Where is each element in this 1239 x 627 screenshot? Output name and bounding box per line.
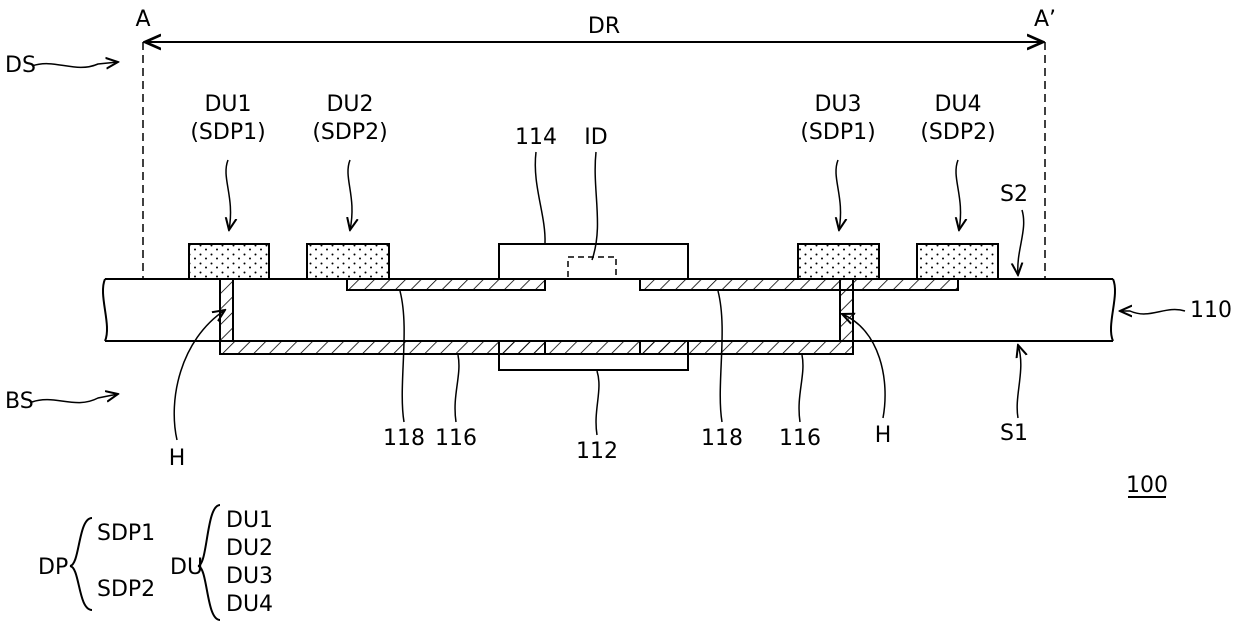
section-start-label: A bbox=[135, 7, 150, 32]
pad-112-left bbox=[499, 341, 545, 354]
arrow-s1 bbox=[1017, 345, 1021, 418]
region-label: DR bbox=[588, 14, 620, 39]
pad-112-right bbox=[640, 341, 688, 354]
back-side-label: BS bbox=[5, 389, 34, 414]
display-unit-du3 bbox=[798, 244, 879, 279]
legend-du-item: DU1 bbox=[226, 508, 273, 533]
du1-pattern: (SDP1) bbox=[190, 120, 265, 145]
du4-pattern: (SDP2) bbox=[920, 120, 995, 145]
arrow-hole-left bbox=[174, 310, 225, 440]
label-hole-left: H bbox=[169, 446, 186, 471]
legend-dp-label: DP bbox=[38, 555, 68, 580]
leader-118-right bbox=[718, 291, 722, 422]
display-unit-du1 bbox=[189, 244, 269, 279]
legend-du-item: DU4 bbox=[226, 592, 273, 617]
legend-du-item: DU2 bbox=[226, 536, 273, 561]
section-end-label: A’ bbox=[1034, 7, 1056, 32]
figure-number: 100 bbox=[1126, 473, 1168, 498]
trace-118-left bbox=[347, 279, 545, 290]
label-116-right: 116 bbox=[779, 426, 821, 451]
component-114 bbox=[499, 244, 688, 279]
component-112 bbox=[499, 354, 688, 370]
back-side-arrow bbox=[32, 394, 118, 403]
substrate-110 bbox=[103, 279, 1115, 341]
side-labels: DS BS bbox=[5, 53, 118, 414]
label-110: 110 bbox=[1190, 298, 1232, 323]
arrow-110 bbox=[1120, 310, 1185, 314]
label-118-right: 118 bbox=[701, 426, 743, 451]
arrow-s2 bbox=[1018, 210, 1024, 275]
label-116-left: 116 bbox=[435, 426, 477, 451]
display-unit-du4 bbox=[917, 244, 998, 279]
trace-118-right bbox=[640, 279, 958, 290]
du2-pattern: (SDP2) bbox=[312, 120, 387, 145]
label-118-left: 118 bbox=[383, 426, 425, 451]
label-112: 112 bbox=[576, 439, 618, 464]
unit-labels: DU1 (SDP1) DU2 (SDP2) DU3 (SDP1) DU4 (SD… bbox=[190, 92, 995, 230]
legend-du-item: DU3 bbox=[226, 564, 273, 589]
display-side-label: DS bbox=[5, 53, 36, 78]
du3-pattern: (SDP1) bbox=[800, 120, 875, 145]
legend-dp-brace bbox=[70, 518, 92, 610]
label-hole-right: H bbox=[875, 423, 892, 448]
du4-name: DU4 bbox=[934, 92, 981, 117]
legend-dp: DP SDP1 SDP2 bbox=[38, 518, 155, 610]
legend-du: DU DU1 DU2 DU3 DU4 bbox=[170, 505, 273, 620]
legend-du-label: DU bbox=[170, 555, 203, 580]
display-side-arrow bbox=[32, 62, 118, 67]
leader-114 bbox=[535, 152, 545, 243]
label-s1: S1 bbox=[1000, 421, 1028, 446]
label-id: ID bbox=[584, 125, 607, 150]
du2-name: DU2 bbox=[326, 92, 373, 117]
label-114: 114 bbox=[515, 125, 557, 150]
leader-116-left bbox=[455, 355, 459, 422]
display-unit-du2 bbox=[307, 244, 389, 279]
legend-dp-item: SDP1 bbox=[97, 521, 155, 546]
label-s2: S2 bbox=[1000, 182, 1028, 207]
leader-112 bbox=[596, 371, 599, 435]
legend-dp-item: SDP2 bbox=[97, 577, 155, 602]
legend-du-brace bbox=[198, 505, 220, 620]
leader-118-left bbox=[400, 291, 404, 422]
du3-name: DU3 bbox=[814, 92, 861, 117]
du1-name: DU1 bbox=[204, 92, 251, 117]
leader-116-right bbox=[799, 355, 803, 422]
